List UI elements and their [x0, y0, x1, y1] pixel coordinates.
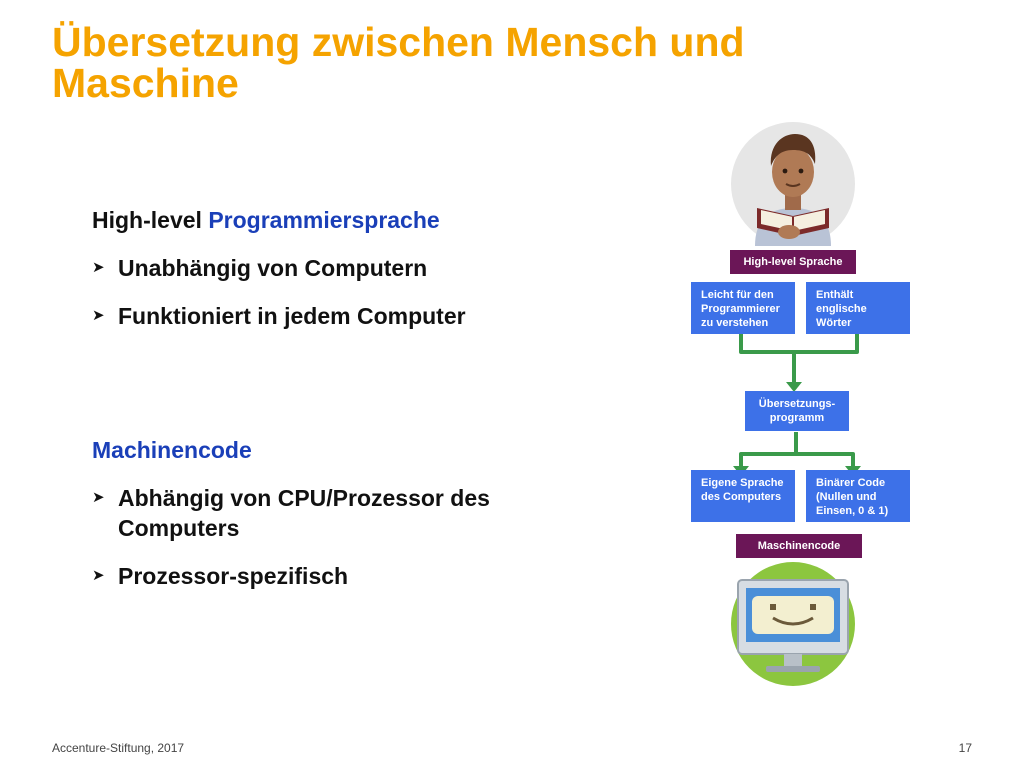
arrowhead-bullet-icon: ➤ [92, 259, 105, 276]
bullet-text: Abhängig von CPU/Prozessor des Computers [118, 485, 490, 541]
translation-diagram: High-level Sprache Leicht für den Progra… [676, 116, 936, 696]
smiling-computer-icon [731, 562, 855, 686]
bullet-item: ➤ Abhängig von CPU/Prozessor des Compute… [92, 483, 562, 543]
english-words-box: Enthält englische Wörter [806, 282, 910, 334]
high-level-heading-prefix: High-level [92, 207, 209, 233]
machine-code-label: Maschinencode [736, 534, 862, 558]
high-level-heading: High-level Programmiersprache [92, 205, 562, 235]
arrowhead-bullet-icon: ➤ [92, 307, 105, 324]
bullet-text: Prozessor-spezifisch [118, 563, 349, 589]
machine-code-heading: Machinencode [92, 437, 252, 463]
easy-to-understand-box: Leicht für den Programmierer zu verstehe… [691, 282, 795, 334]
high-level-heading-highlight: Programmiersprache [208, 207, 440, 233]
spacer [92, 331, 562, 435]
slide-title: Übersetzung zwischen Mensch und Maschine [52, 19, 745, 106]
bullet-item: ➤ Funktioniert in jedem Computer [92, 301, 562, 331]
content-list: High-level Programmiersprache ➤ Unabhäng… [92, 205, 562, 591]
footer-source: Accenture-Stiftung, 2017 [52, 741, 185, 755]
translation-program-box: Übersetzungs-programm [745, 391, 849, 431]
arrowhead-bullet-icon: ➤ [92, 567, 105, 584]
bullet-item: ➤ Unabhängig von Computern [92, 253, 562, 283]
high-level-language-label: High-level Sprache [730, 250, 856, 274]
binary-code-box: Binärer Code (Nullen und Einsen, 0 & 1) [806, 470, 910, 522]
computer-language-box: Eigene Sprache des Computers [691, 470, 795, 522]
reading-person-icon [731, 122, 855, 246]
page-number: 17 [958, 741, 972, 755]
bullet-item: ➤ Prozessor-spezifisch [92, 561, 562, 591]
arrowhead-bullet-icon: ➤ [92, 489, 105, 506]
bullet-text: Funktioniert in jedem Computer [118, 303, 466, 329]
bullet-text: Unabhängig von Computern [118, 255, 428, 281]
